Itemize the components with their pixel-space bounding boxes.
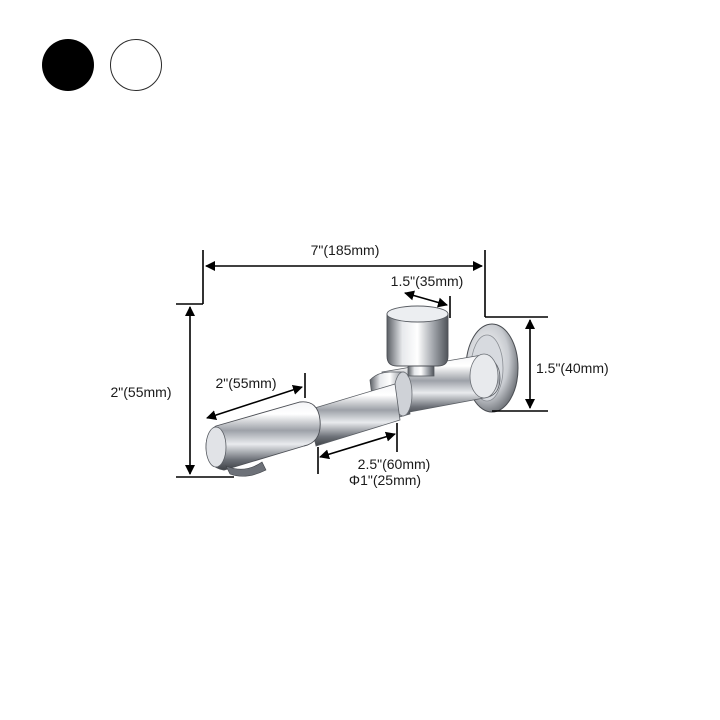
faucet-illustration [205, 305, 519, 477]
wall-plate-height-label: 1.5"(40mm) [536, 360, 609, 376]
pipe-length-label: 2.5"(60mm) [358, 456, 431, 472]
handle-width-label: 1.5"(35mm) [391, 273, 464, 289]
spout-length-label: 2"(55mm) [216, 375, 277, 391]
pipe-length-dimension-line [319, 431, 396, 460]
black-color-swatch[interactable] [42, 39, 94, 91]
handle-width-dimension-line [404, 290, 448, 308]
handle [386, 305, 449, 367]
white-color-swatch[interactable] [110, 39, 162, 91]
pipe-diameter-label: Φ1"(25mm) [349, 472, 421, 488]
total-height-label: 2"(55mm) [111, 384, 172, 400]
total-length-label: 7"(185mm) [311, 242, 380, 258]
spout-length-dimension-line [206, 385, 303, 420]
